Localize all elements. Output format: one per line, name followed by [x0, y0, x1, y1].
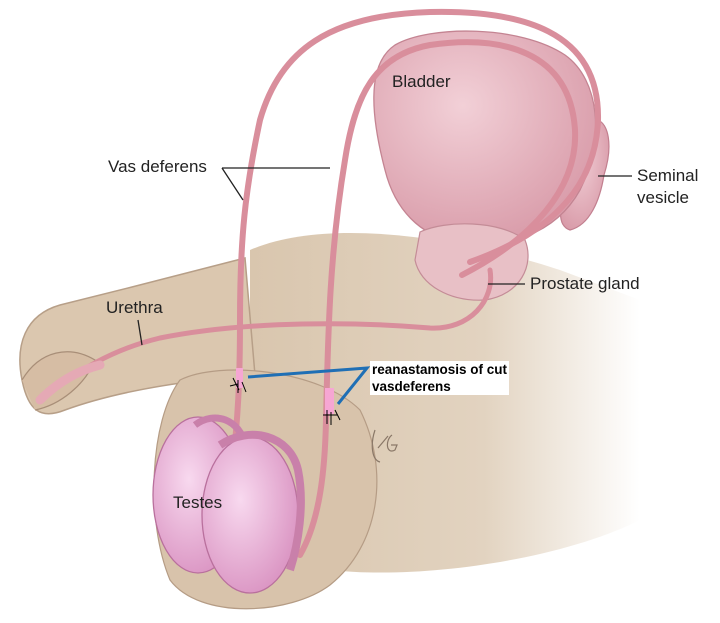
urethra — [37, 267, 494, 403]
annotation-line-1: reanastamosis of cut — [372, 362, 508, 377]
anastomosis-site-left — [236, 368, 243, 388]
annotation-line-2: vasdeferens — [372, 379, 451, 394]
vas-deferens-right — [297, 39, 579, 558]
label-vas-deferens: Vas deferens — [108, 157, 207, 176]
label-prostate-gland: Prostate gland — [530, 274, 640, 293]
leader-urethra — [137, 319, 143, 346]
anastomosis-site-right — [325, 388, 334, 414]
label-urethra: Urethra — [106, 298, 163, 317]
annotation-pointer — [247, 366, 371, 405]
suture-icon — [323, 409, 341, 425]
artist-signature — [371, 429, 398, 463]
testis-right — [201, 436, 299, 594]
label-testes: Testes — [173, 493, 223, 512]
suture-icon — [229, 377, 247, 393]
bladder — [373, 30, 597, 245]
annotation-reanastamosis: reanastamosis of cut vasdeferens — [370, 361, 510, 395]
label-seminal-vesicle-1: Seminal — [637, 166, 699, 185]
vas-deferens-left — [229, 8, 602, 473]
leader-vas-deferens — [221, 167, 330, 201]
label-bladder: Bladder — [392, 72, 451, 91]
label-seminal-vesicle-2: vesicle — [637, 188, 689, 207]
